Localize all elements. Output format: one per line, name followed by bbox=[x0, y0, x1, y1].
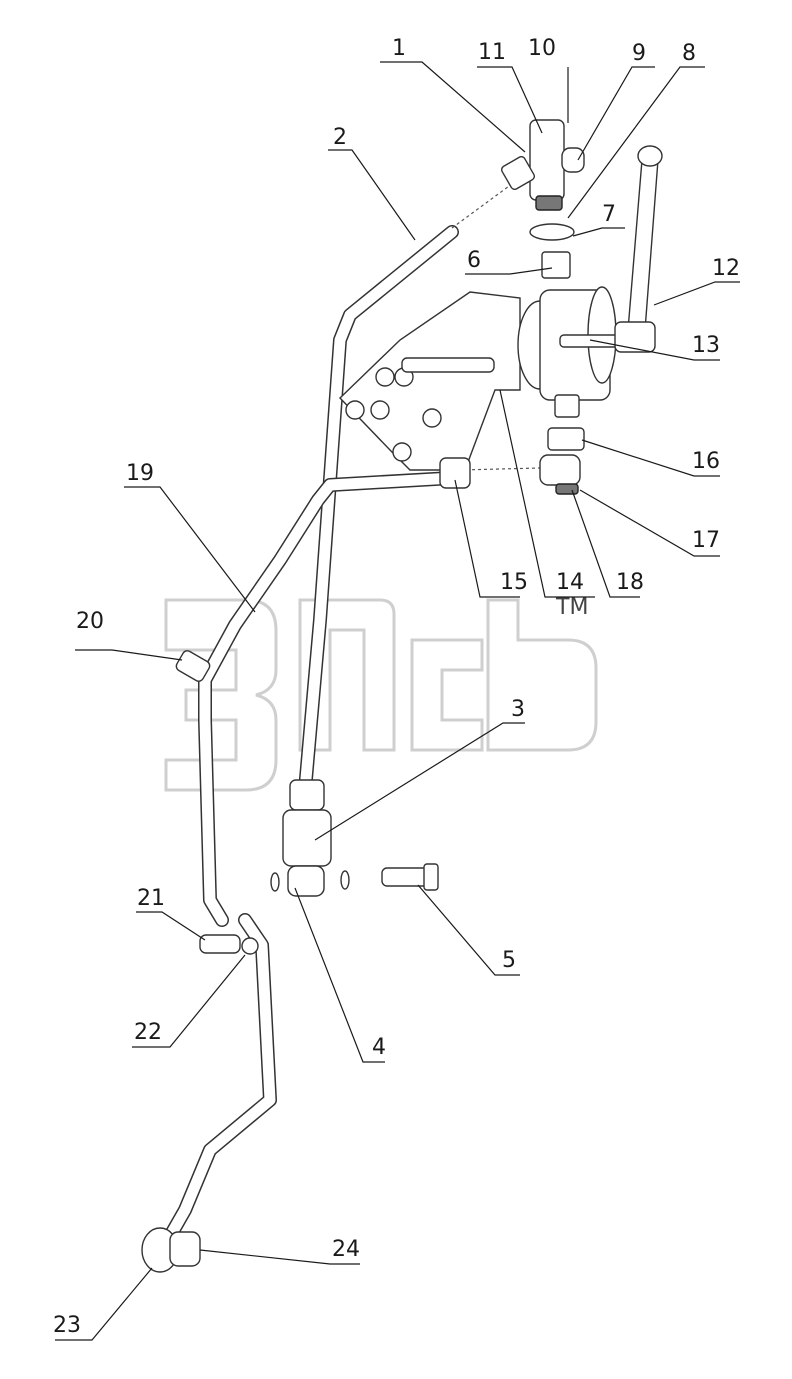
callout-18: 18 bbox=[616, 570, 644, 595]
elbow-17 bbox=[539, 454, 581, 486]
bracket-hole-e bbox=[422, 408, 442, 428]
washer-4b bbox=[340, 870, 350, 890]
callout-3: 3 bbox=[511, 697, 525, 722]
callout-8: 8 bbox=[682, 41, 696, 66]
callout-1: 1 bbox=[392, 36, 406, 61]
handle-knob bbox=[637, 145, 663, 167]
callout-20: 20 bbox=[76, 609, 104, 634]
callout-5: 5 bbox=[502, 948, 516, 973]
handle-12 bbox=[614, 145, 663, 353]
bolt-22 bbox=[241, 937, 259, 955]
callout-14: 14 bbox=[556, 570, 584, 595]
valve-outlet bbox=[554, 394, 580, 418]
assembly-line-top bbox=[451, 177, 521, 229]
watermark-logo: TM bbox=[164, 595, 598, 792]
callout-4: 4 bbox=[372, 1035, 386, 1060]
pipe-lower bbox=[158, 913, 277, 1252]
callout-6: 6 bbox=[467, 248, 481, 273]
callout-11: 11 bbox=[478, 40, 506, 65]
trademark-text: TM bbox=[555, 595, 588, 620]
bracket-hole-c bbox=[375, 367, 395, 387]
bracket-slot bbox=[401, 357, 495, 373]
nut-18 bbox=[555, 483, 579, 495]
callout-23: 23 bbox=[53, 1313, 81, 1338]
callout-labels: 1 2 3 4 5 6 7 8 9 10 11 12 13 14 15 16 1… bbox=[53, 36, 740, 1338]
fitting-1 bbox=[501, 156, 535, 190]
callout-24: 24 bbox=[332, 1237, 360, 1262]
connector-nut-3a bbox=[289, 779, 325, 811]
callout-12: 12 bbox=[712, 256, 740, 281]
valve-shaft bbox=[559, 334, 621, 348]
bolt-head-5 bbox=[423, 863, 439, 891]
valve-body-10 bbox=[529, 119, 565, 201]
callout-15: 15 bbox=[500, 570, 528, 595]
connector-body-3 bbox=[282, 809, 332, 867]
stud-6 bbox=[541, 251, 571, 279]
cap-24 bbox=[169, 1231, 201, 1267]
callout-9: 9 bbox=[632, 41, 646, 66]
bracket-hole-f bbox=[392, 442, 412, 462]
clamp-20 bbox=[175, 650, 211, 682]
bottom-connector bbox=[270, 779, 439, 897]
callout-17: 17 bbox=[692, 528, 720, 553]
side-port-9 bbox=[561, 147, 585, 173]
clamp-21 bbox=[199, 934, 241, 954]
fitting-16 bbox=[547, 427, 585, 451]
handle-hub bbox=[614, 321, 656, 353]
bracket-14 bbox=[339, 291, 521, 471]
callout-10: 10 bbox=[528, 36, 556, 61]
leader-lines bbox=[55, 61, 740, 1341]
bottom-fitting bbox=[141, 1227, 201, 1273]
bracket-hole-a bbox=[345, 400, 365, 420]
bracket-hole-b bbox=[370, 400, 390, 420]
callout-13: 13 bbox=[692, 333, 720, 358]
lower-right-fittings bbox=[439, 427, 585, 495]
nut-15 bbox=[439, 457, 471, 489]
callout-7: 7 bbox=[602, 202, 616, 227]
bracket-and-valve bbox=[339, 286, 621, 471]
callout-19: 19 bbox=[126, 461, 154, 486]
washer-4 bbox=[270, 872, 280, 892]
callout-2: 2 bbox=[333, 125, 347, 150]
callout-16: 16 bbox=[692, 449, 720, 474]
pipe-assembly bbox=[158, 225, 459, 1252]
banjo-fitting bbox=[287, 865, 325, 897]
clamps bbox=[175, 650, 259, 955]
callout-22: 22 bbox=[134, 1020, 162, 1045]
callout-21: 21 bbox=[137, 886, 165, 911]
washer-7 bbox=[529, 223, 575, 241]
assembly-line-mid bbox=[459, 467, 541, 471]
nut-8 bbox=[535, 195, 563, 211]
top-valve-cluster bbox=[501, 119, 585, 279]
